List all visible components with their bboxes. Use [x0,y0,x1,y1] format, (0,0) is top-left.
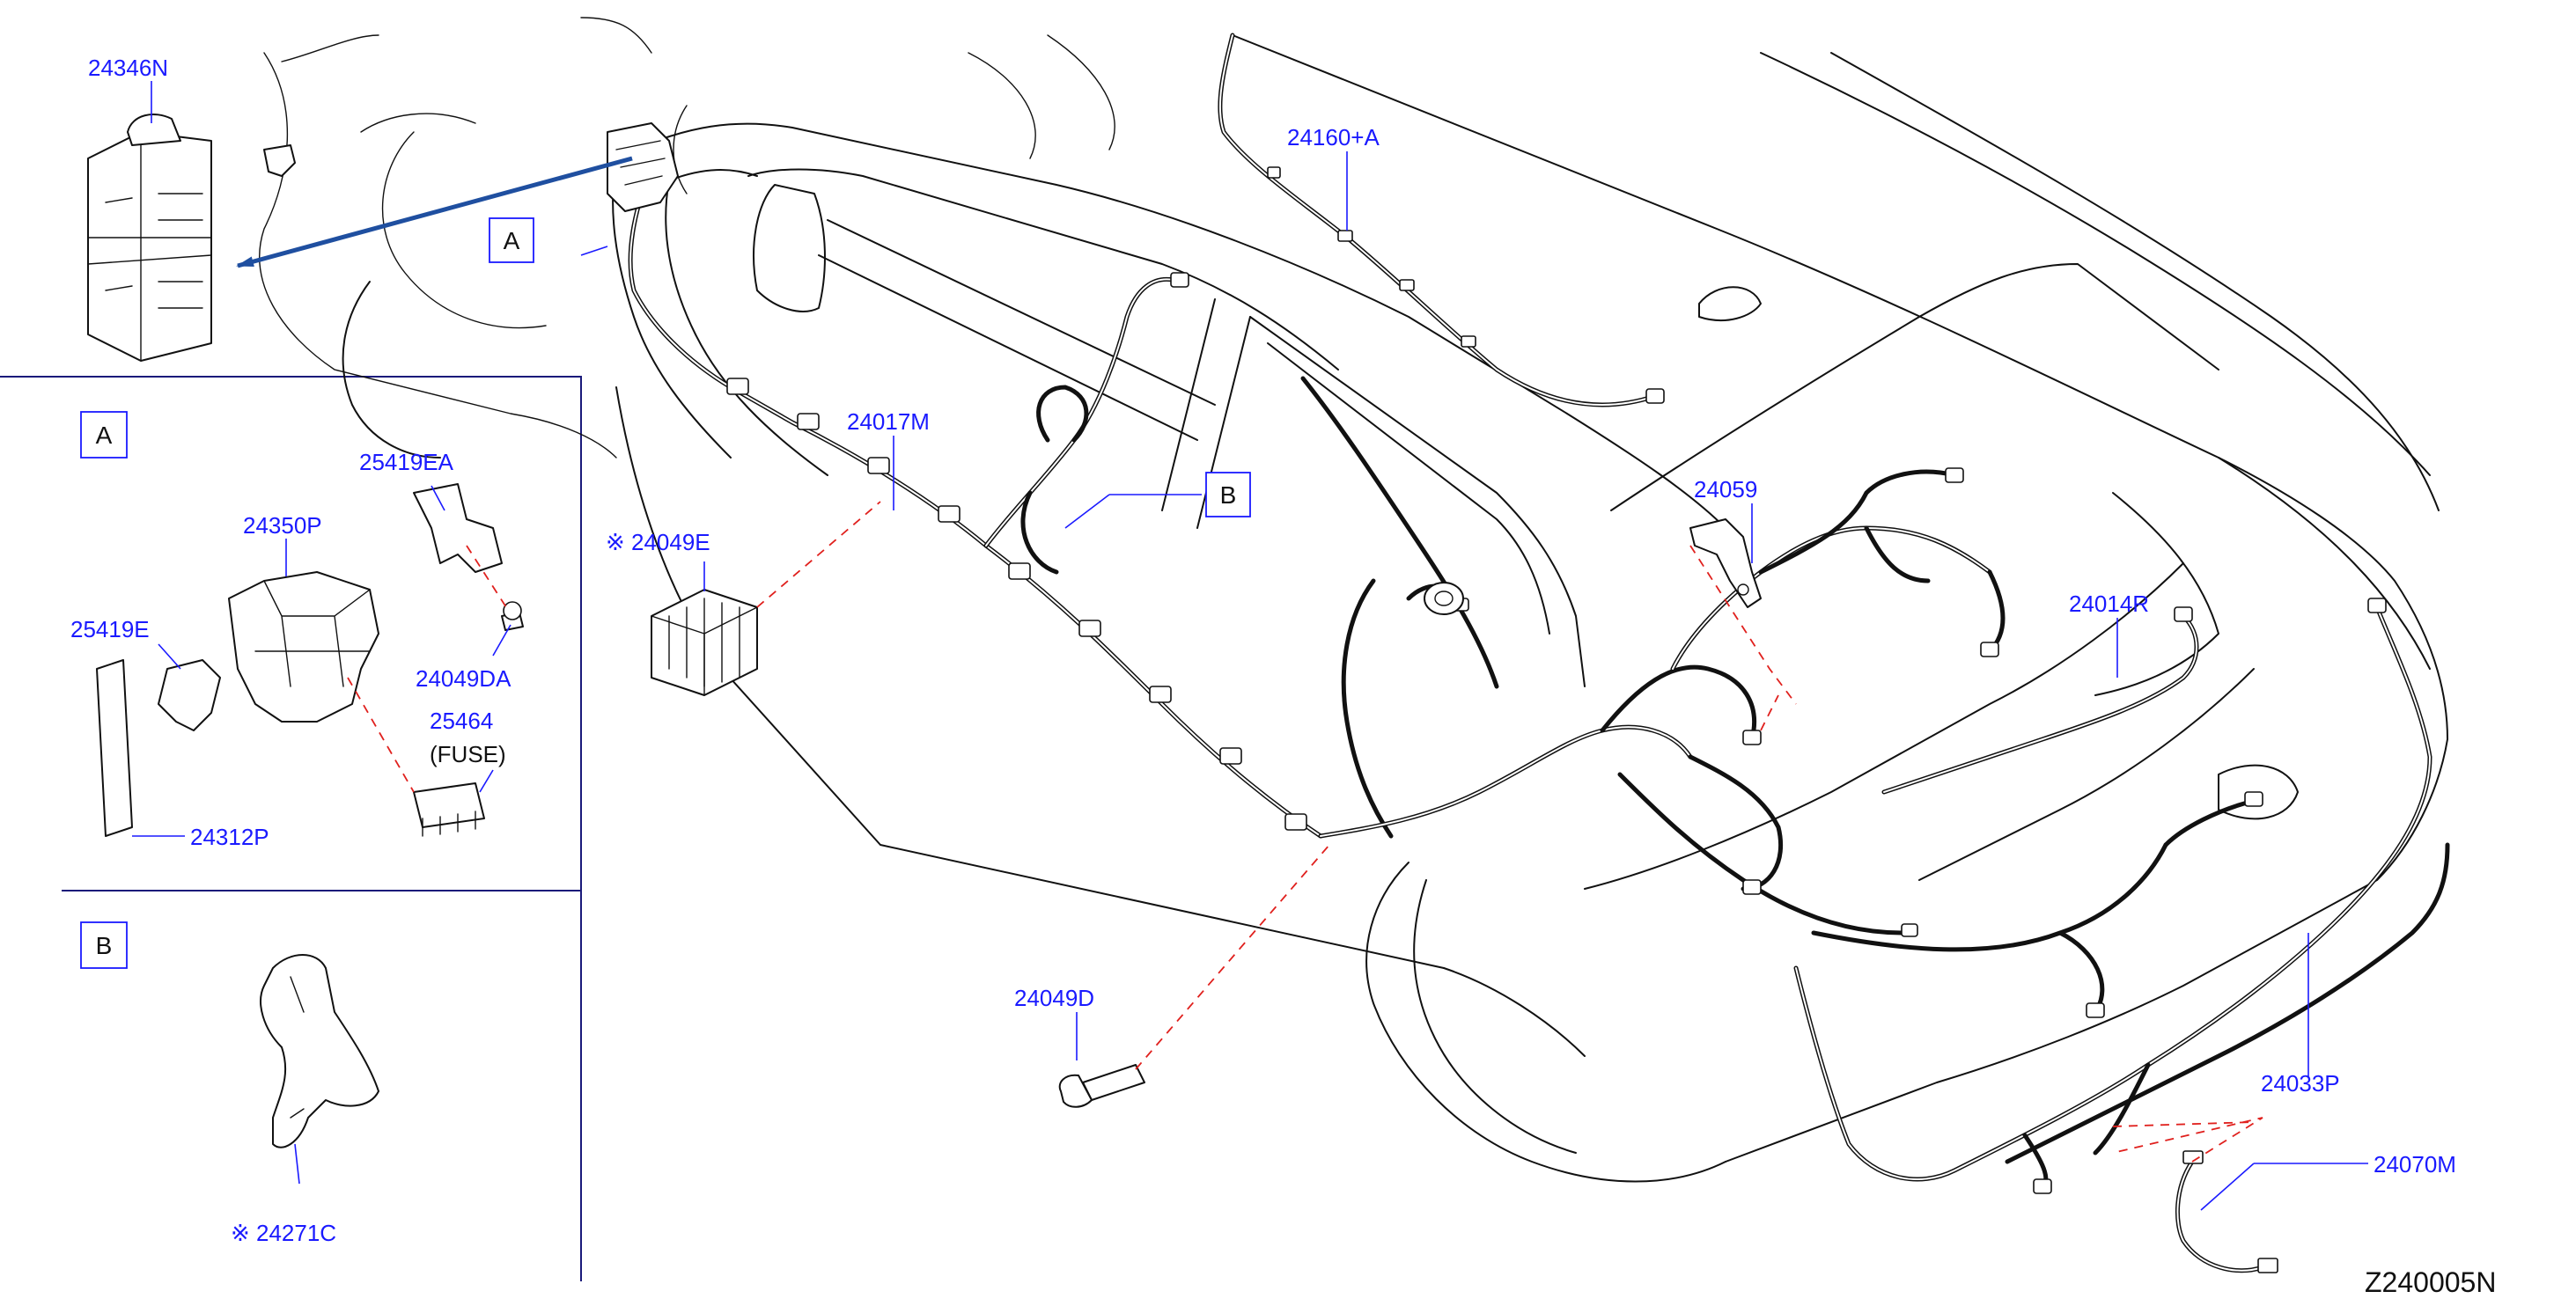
part-label-24049D: 24049D [1014,985,1094,1011]
callout-b-text: B [1220,481,1237,509]
detail-panels [0,376,582,1281]
callout-a: A [489,217,534,263]
part-label-24059: 24059 [1694,476,1757,503]
reference-lines [347,501,2263,1163]
part-label-24160A: 24160+A [1287,124,1380,150]
part-label-24049E: ※ 24049E [606,529,710,555]
part-label-24271C: ※ 24271C [231,1220,336,1246]
part-label-24049DA: 24049DA [416,665,512,692]
panel-b-tag-text: B [96,932,113,959]
fuse-note: (FUSE) [430,741,506,767]
part-label-25419EA: 25419EA [359,449,454,475]
callout-b: B [1205,472,1251,517]
part-label-25464: 25464 [430,708,493,734]
part-labels: 24346N 24160+A 24017M ※ 24049E 24059 240… [70,55,2456,1246]
panel-a-components [96,483,524,837]
part-label-24346N: 24346N [88,55,168,81]
callout-a-text: A [504,227,520,254]
part-label-24017M: 24017M [847,408,930,435]
panel-a-tag: A [80,411,128,459]
part-label-25419E: 25419E [70,616,150,642]
panel-b-tag: B [80,921,128,969]
leader-lines [132,81,2368,1211]
vehicle-body-outline [259,17,2448,1183]
exploded-view-arrow [236,156,633,268]
part-label-24033P: 24033P [2261,1070,2340,1097]
part-label-24014R: 24014R [2069,591,2149,617]
part-label-24350P: 24350P [243,512,322,539]
wiring-harnesses [628,33,2450,1273]
fuse-block-assembly [87,114,679,362]
part-label-24070M: 24070M [2374,1151,2456,1178]
standalone-parts [651,589,1145,1108]
panel-b-components [260,954,379,1148]
panel-a-tag-text: A [96,422,113,449]
part-label-24312P: 24312P [190,824,269,850]
diagram-code: Z240005N [2365,1266,2496,1298]
